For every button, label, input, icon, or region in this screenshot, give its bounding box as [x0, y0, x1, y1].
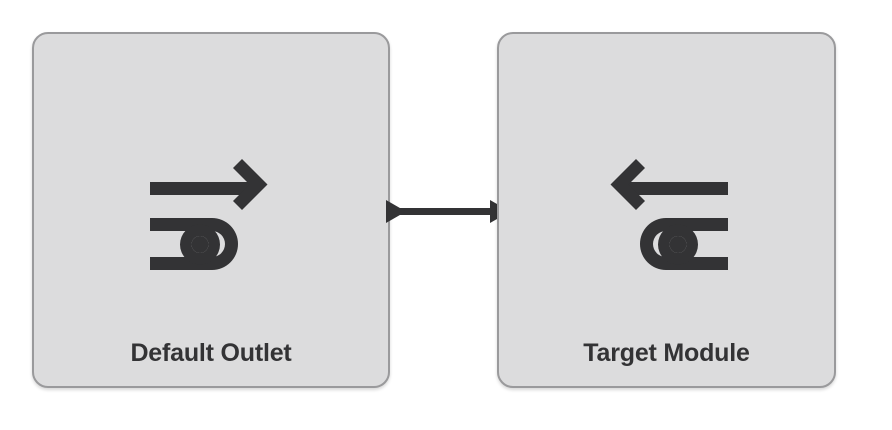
router-outlet-icon — [146, 152, 276, 277]
node-label-target-module: Target Module — [583, 339, 750, 367]
router-outlet-icon-mirrored — [602, 152, 732, 277]
connector-default-outlet-to-target-module[interactable] — [380, 190, 514, 234]
node-label-default-outlet: Default Outlet — [130, 339, 292, 367]
node-default-outlet[interactable]: Default Outlet — [32, 32, 390, 388]
node-target-module[interactable]: Target Module — [497, 32, 836, 388]
